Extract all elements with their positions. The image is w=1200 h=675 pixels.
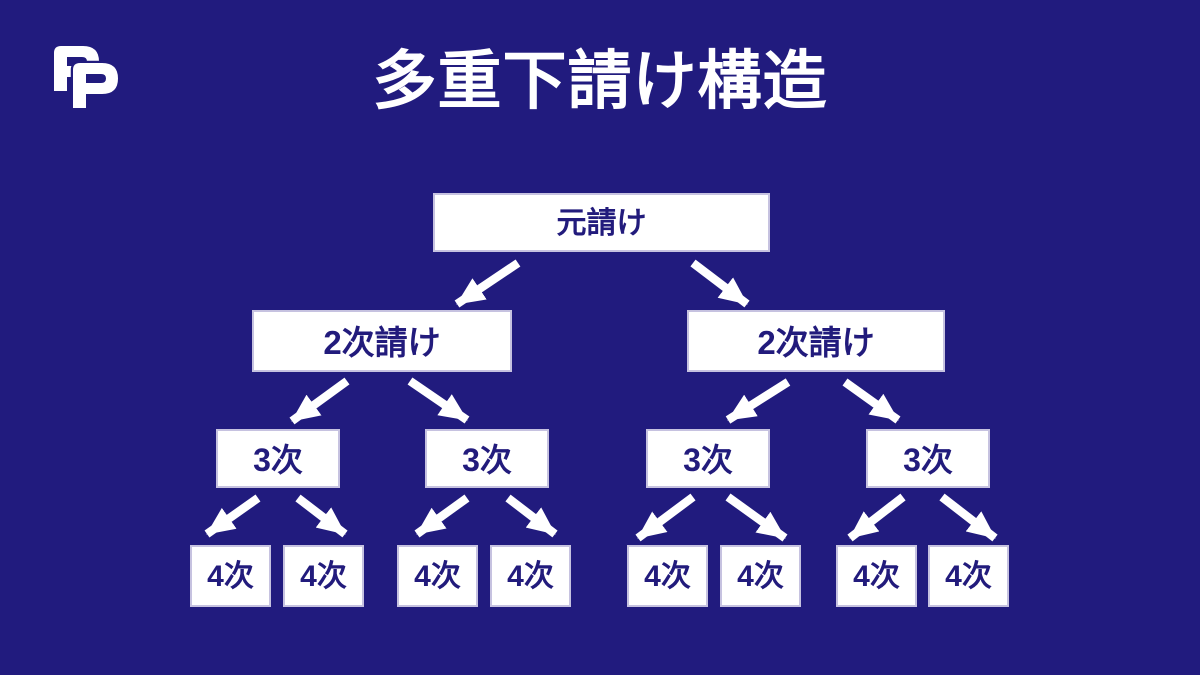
- edge-arrow-2-1-to-3-2: [414, 494, 470, 538]
- edge-arrow-1-1-to-2-2: [725, 378, 791, 424]
- node-level-4-box-7: 4次: [836, 545, 917, 607]
- node-label: 3次: [683, 441, 733, 478]
- node-label: 2次請け: [757, 323, 875, 361]
- node-label: 4次: [207, 560, 254, 593]
- node-label: 4次: [507, 560, 554, 593]
- node-level-2-box-2: 2次請け: [687, 310, 945, 372]
- node-label: 2次請け: [323, 323, 441, 361]
- node-label: 3次: [253, 441, 303, 478]
- node-label: 4次: [414, 560, 461, 593]
- edge-arrow-0-0-to-1-1: [690, 259, 750, 308]
- edge-arrow-2-2-to-3-4: [635, 493, 696, 542]
- node-level-4-box-4: 4次: [490, 545, 571, 607]
- edge-arrow-2-0-to-3-1: [295, 494, 348, 538]
- node-label: 4次: [945, 560, 992, 593]
- node-level-1-box-1: 元請け: [433, 193, 770, 252]
- edge-arrow-2-3-to-3-6: [847, 493, 906, 542]
- edge-arrow-2-2-to-3-5: [725, 493, 788, 542]
- node-label: 4次: [737, 560, 784, 593]
- edge-arrow-0-0-to-1-0: [454, 259, 521, 308]
- node-level-3-box-1: 3次: [216, 429, 340, 488]
- slide-title: 多重下請け構造: [372, 45, 828, 117]
- node-level-4-box-6: 4次: [720, 545, 801, 607]
- node-level-4-box-2: 4次: [283, 545, 364, 607]
- edge-arrow-2-0-to-3-0: [204, 494, 261, 538]
- node-label: 4次: [853, 560, 900, 593]
- node-level-4-box-8: 4次: [928, 545, 1009, 607]
- node-level-3-box-3: 3次: [646, 429, 770, 488]
- node-level-4-box-1: 4次: [190, 545, 271, 607]
- edge-arrow-2-3-to-3-7: [939, 493, 998, 542]
- logo-front-p: [70, 60, 118, 108]
- edge-arrow-2-1-to-3-3: [505, 494, 558, 538]
- edge-arrow-1-1-to-2-3: [842, 378, 901, 424]
- edge-arrow-1-0-to-2-1: [407, 377, 470, 424]
- node-label: 元請け: [556, 206, 647, 240]
- node-level-4-box-3: 4次: [397, 545, 478, 607]
- double-p-logo-icon: [54, 46, 118, 108]
- node-label: 3次: [903, 441, 953, 478]
- node-level-2-box-1: 2次請け: [252, 310, 512, 372]
- node-level-3-box-2: 3次: [425, 429, 549, 488]
- node-label: 4次: [644, 560, 691, 593]
- node-level-4-box-5: 4次: [627, 545, 708, 607]
- logo-front-p-counter: [86, 74, 106, 83]
- node-label: 3次: [462, 441, 512, 478]
- node-label: 4次: [300, 560, 347, 593]
- node-level-3-box-4: 3次: [866, 429, 990, 488]
- edge-arrow-1-0-to-2-0: [289, 377, 350, 425]
